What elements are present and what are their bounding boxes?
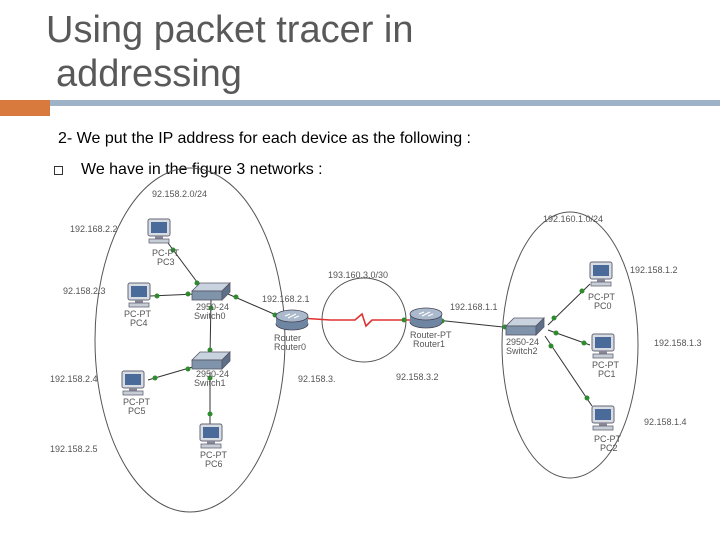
switch1-name-label: Switch1 (194, 378, 226, 388)
right-network-ellipse (501, 211, 639, 479)
pc1-name-label: PC1 (598, 369, 616, 379)
left-network-label: 92.158.2.0/24 (152, 189, 207, 199)
pc4-icon (127, 282, 151, 308)
router1-icon (409, 307, 443, 329)
middle-network-label: 193.160.3.0/30 (328, 270, 388, 280)
router0-type-label: Router (274, 333, 301, 343)
pc2-type-label: PC-PT (594, 434, 622, 444)
accent-block (0, 100, 50, 116)
slide-title: Using packet tracer in addressing (46, 8, 506, 96)
serial-link (299, 312, 410, 328)
pc4-name-label: PC4 (130, 318, 148, 328)
title-line-2: addressing (56, 53, 242, 95)
pc5-type-label: PC-PT (123, 397, 151, 407)
pc5-ip-label: 192.158.2.4 (50, 374, 98, 384)
pc3-ip-label: 192.168.2.2 (70, 224, 118, 234)
main-point: 2- We put the IP address for each device… (58, 130, 471, 147)
router0-lan-ip-label: 192.168.2.1 (262, 294, 310, 304)
router0-icon (275, 309, 309, 331)
switch2-type-label: 2950-24 (506, 337, 539, 347)
switch0-type-label: 2950-24 (196, 302, 229, 312)
pc0-type-label: PC-PT (588, 292, 616, 302)
router1-type-label: Router-PT (410, 330, 452, 340)
router1-wan-ip-label: 92.158.3.2 (396, 372, 439, 382)
pc3-type-label: PC-PT (152, 248, 180, 258)
pc3-icon (147, 218, 171, 244)
pc1-type-label: PC-PT (592, 360, 620, 370)
pc0-ip-label: 192.158.1.2 (630, 265, 678, 275)
pc0-name-label: PC0 (594, 301, 612, 311)
square-bullet-icon (54, 165, 63, 175)
router1-lan-ip-label: 192.168.1.1 (450, 302, 498, 312)
right-network-label: 192.160.1.0/24 (543, 214, 603, 224)
pc6-name-label: PC6 (205, 459, 223, 469)
switch0-name-label: Switch0 (194, 311, 226, 321)
pc4-type-label: PC-PT (124, 309, 152, 319)
title-rule (50, 100, 720, 106)
pc2-name-label: PC2 (600, 443, 618, 453)
pc2-ip-label: 92.158.1.4 (644, 417, 687, 427)
pc6-ip-label: 192.158.2.5 (50, 444, 98, 454)
switch2-name-label: Switch2 (506, 346, 538, 356)
pc4-ip-label: 92.158.2.3 (63, 286, 106, 296)
pc5-icon (121, 370, 145, 396)
left-network-ellipse (94, 167, 286, 513)
router1-name-label: Router1 (413, 339, 445, 349)
switch1-type-label: 2950-24 (196, 369, 229, 379)
router0-name-label: Router0 (274, 342, 306, 352)
pc1-icon (591, 333, 615, 359)
title-line-1: Using packet tracer in (46, 9, 414, 51)
pc2-icon (591, 405, 615, 431)
pc0-icon (589, 261, 613, 287)
switch1-icon (191, 351, 231, 370)
pc6-icon (199, 423, 223, 449)
router0-wan-ip-label: 92.158.3. (298, 374, 336, 384)
pc6-type-label: PC-PT (200, 450, 228, 460)
pc1-ip-label: 192.158.1.3 (654, 338, 702, 348)
pc3-name-label: PC3 (157, 257, 175, 267)
switch0-icon (191, 282, 231, 301)
switch2-icon (505, 317, 545, 336)
pc5-name-label: PC5 (128, 406, 146, 416)
